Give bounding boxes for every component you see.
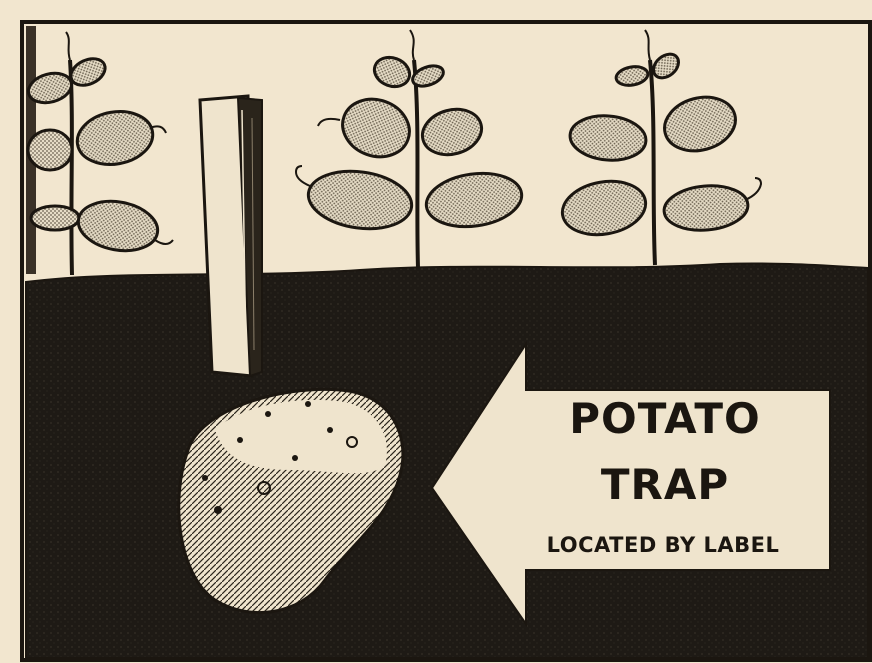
arrow-title-line1: POTATO — [540, 396, 790, 442]
arrow-title-line2: TRAP — [540, 462, 790, 508]
wooden-label-stake — [200, 96, 262, 376]
arrow-caption: LOCATED BY LABEL — [508, 532, 818, 558]
